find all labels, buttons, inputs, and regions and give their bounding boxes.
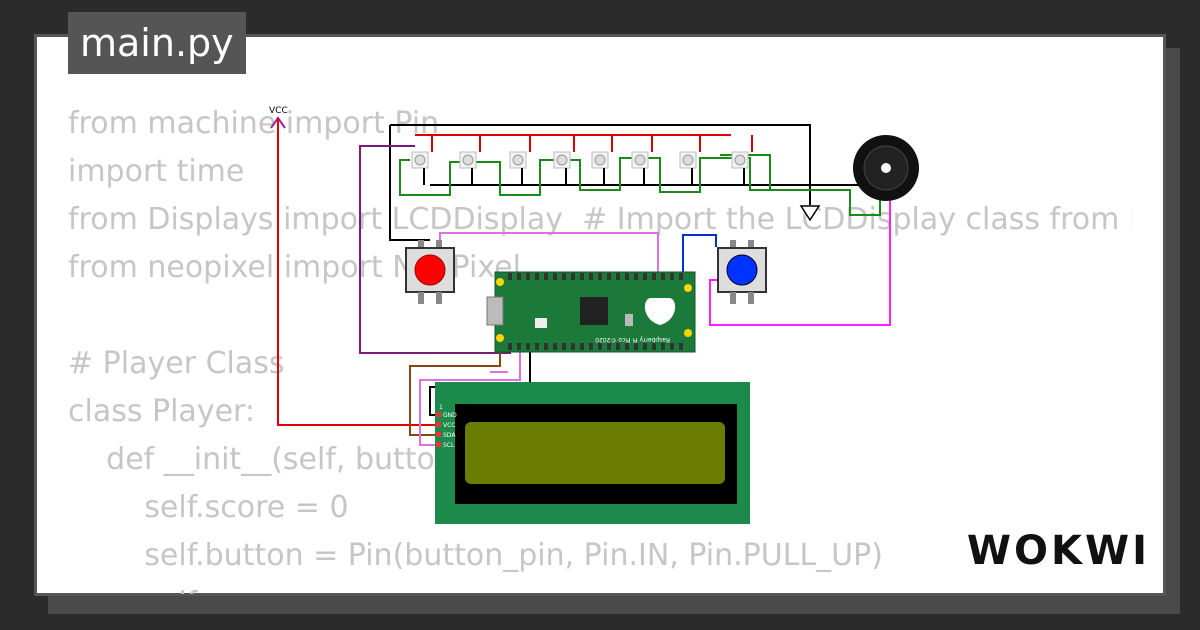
code-line: # Player Class <box>68 346 285 381</box>
buzzer-wire <box>770 189 881 216</box>
pico-pin <box>553 343 557 350</box>
lcd-pin-1-marker: 1 <box>439 404 443 411</box>
pico-pin <box>589 273 593 280</box>
pico-pin <box>661 343 665 350</box>
pico-pin-header-bottom <box>508 343 683 350</box>
pico-pin <box>526 343 530 350</box>
code-line: self.button = Pin(button_pin, Pin.IN, Pi… <box>68 538 883 573</box>
neopixel <box>459 135 481 185</box>
button-wire-pink <box>439 232 659 272</box>
pico-pin <box>571 343 575 350</box>
pico-pin <box>652 343 656 350</box>
neopixel-data-chain <box>399 154 771 196</box>
lcd-pin <box>436 412 441 417</box>
raspberry-pi-pico[interactable]: Raspberry Pi Pico ©2020 <box>486 271 696 353</box>
neopixel <box>411 135 433 185</box>
buzzer[interactable] <box>853 135 919 201</box>
lcd-pin <box>436 422 441 427</box>
neopixel-gnd-bus <box>390 124 811 205</box>
lcd-pin-label: GND <box>443 412 457 419</box>
code-line: import time <box>68 154 245 189</box>
lcd-pin-label: VCC <box>443 422 455 429</box>
pico-board-label: Raspberry Pi Pico ©2020 <box>595 336 670 343</box>
pico-pin <box>670 343 674 350</box>
lcd-wire-scl <box>419 346 521 446</box>
lcd-pin <box>436 442 441 447</box>
pico-pin <box>544 273 548 280</box>
neopixel <box>553 135 575 185</box>
neopixel <box>679 135 701 185</box>
pico-pin <box>553 273 557 280</box>
blue-pushbutton[interactable] <box>717 240 767 304</box>
pico-pin <box>535 343 539 350</box>
file-tab[interactable]: main.py <box>68 12 246 74</box>
lcd-pin <box>436 432 441 437</box>
pico-pin <box>535 273 539 280</box>
pico-pin <box>607 273 611 280</box>
code-line: from machine import Pin <box>68 106 440 141</box>
lcd-pin-labels: GND VCC SDA SCL <box>436 412 457 449</box>
pico-pin <box>616 273 620 280</box>
vcc-wire <box>277 118 437 426</box>
pico-pin <box>679 343 683 350</box>
code-line: self. <box>68 580 1132 594</box>
pico-pin <box>643 273 647 280</box>
lcd-pin-label: SCL <box>443 442 455 449</box>
pico-pin <box>517 273 521 280</box>
button-wire-blue <box>682 234 717 272</box>
pico-pin <box>661 273 665 280</box>
code-editor[interactable]: from machine import Pin import time from D… <box>68 100 1132 594</box>
pico-pin <box>598 343 602 350</box>
red-pushbutton[interactable] <box>405 240 455 304</box>
ground-symbol <box>799 205 821 222</box>
pico-pin <box>526 273 530 280</box>
pico-pin <box>643 343 647 350</box>
pico-pin <box>652 273 656 280</box>
pico-pin <box>616 343 620 350</box>
pico-pin <box>679 273 683 280</box>
pico-pin <box>625 343 629 350</box>
code-line: from Displays import LCDDisplay # Import… <box>68 202 1132 237</box>
pico-pin <box>634 343 638 350</box>
pico-pin <box>670 273 674 280</box>
neopixel <box>631 135 653 185</box>
neopixel <box>509 135 531 185</box>
lcd-wire-gnd <box>429 346 531 416</box>
pico-pin <box>544 343 548 350</box>
code-line: def __init__(self, button <box>68 442 454 477</box>
lcd-pin-label: SDA <box>443 432 456 439</box>
code-line: self.score = 0 <box>68 490 349 525</box>
gnd-wire-left <box>389 125 430 241</box>
neopixel <box>591 135 613 185</box>
pico-pin <box>517 343 521 350</box>
pico-pin <box>598 273 602 280</box>
code-line: class Player: <box>68 394 255 429</box>
neopixel <box>731 135 753 185</box>
pico-pin <box>562 273 566 280</box>
pico-pin <box>508 273 512 280</box>
pico-pin <box>580 343 584 350</box>
pico-pin <box>625 273 629 280</box>
pico-pin-header-top <box>508 273 683 280</box>
pico-pin <box>589 343 593 350</box>
neopixel-strip <box>411 135 753 185</box>
wokwi-logo: WOKWI <box>966 528 1150 574</box>
pico-pin <box>634 273 638 280</box>
vcc-label: VCC <box>269 106 288 116</box>
lcd-1602[interactable]: 1 GND VCC SDA SCL <box>435 382 750 524</box>
pico-pin <box>508 343 512 350</box>
pico-pin <box>562 343 566 350</box>
pico-pin <box>580 273 584 280</box>
pico-pin <box>607 343 611 350</box>
pico-pin <box>571 273 575 280</box>
